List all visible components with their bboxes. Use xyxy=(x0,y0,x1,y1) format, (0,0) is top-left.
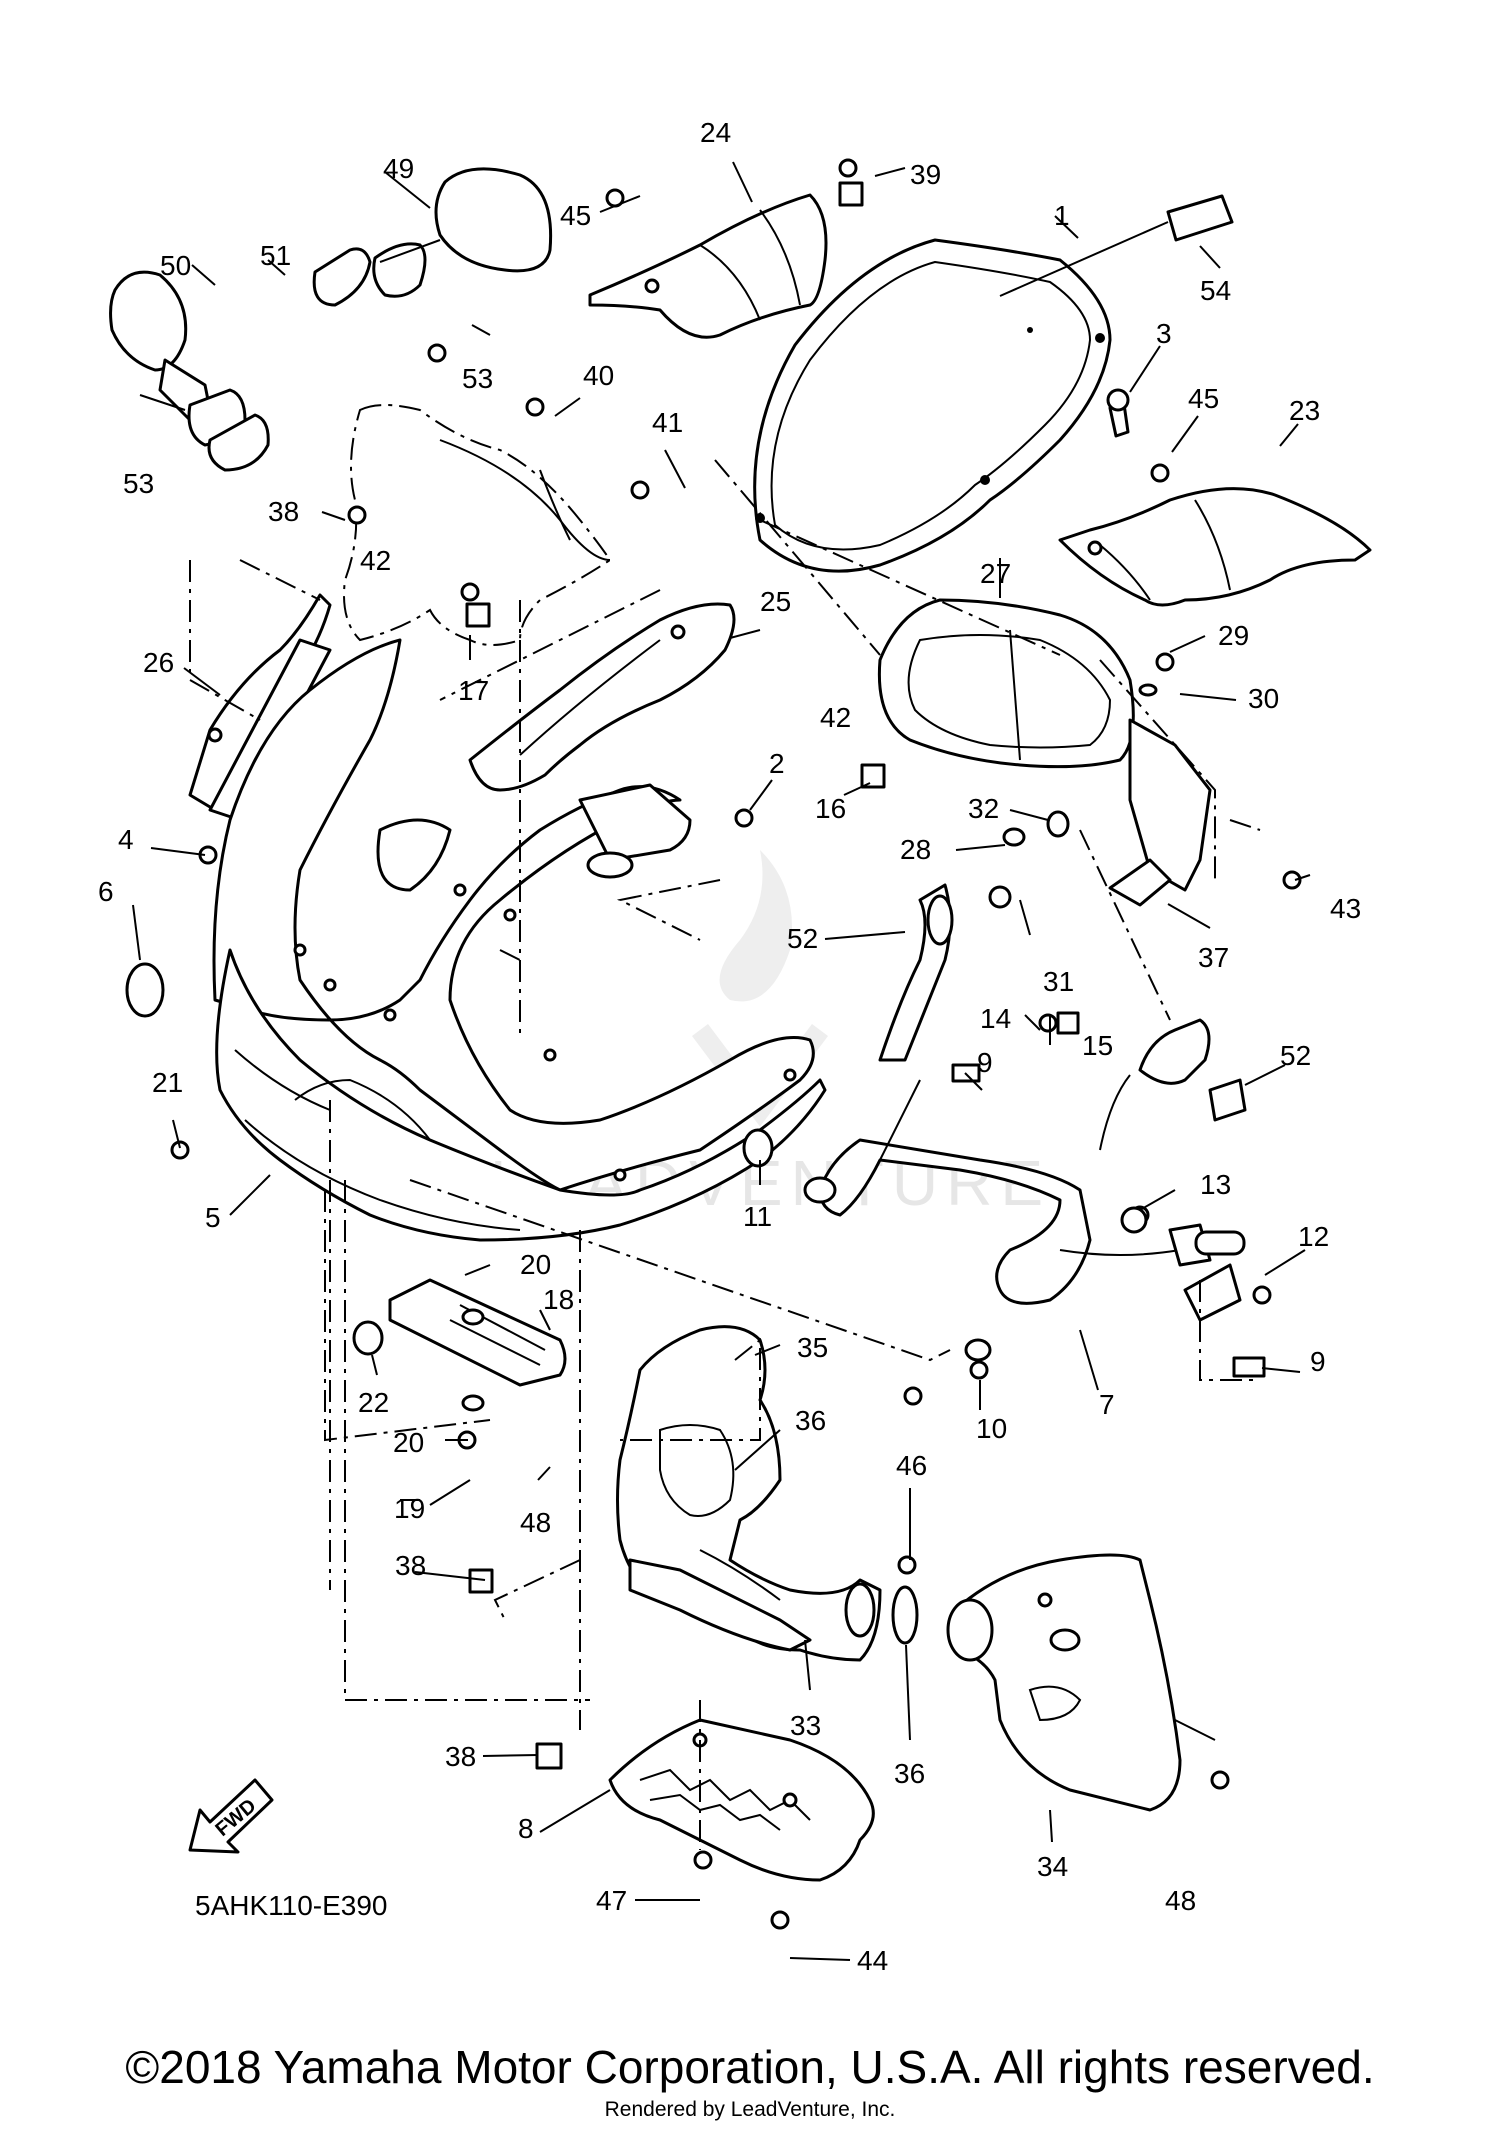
label-sticker-part xyxy=(1166,194,1234,242)
callout-13: 13 xyxy=(1200,1169,1231,1200)
callout-28: 28 xyxy=(900,834,931,865)
callout-32: 32 xyxy=(968,793,999,824)
callout-47: 47 xyxy=(596,1885,627,1916)
callout-49: 49 xyxy=(383,153,414,184)
hose-clamp-36-part xyxy=(891,1585,919,1645)
callout-10: 10 xyxy=(976,1413,1007,1444)
callout-27: 27 xyxy=(980,558,1011,589)
callout-25: 25 xyxy=(760,586,791,617)
callout-11: 11 xyxy=(743,1201,772,1232)
callout-9: 9 xyxy=(977,1047,993,1078)
callout-18: 18 xyxy=(543,1284,574,1315)
callout-16: 16 xyxy=(815,793,846,824)
under-cover-part xyxy=(608,1718,875,1882)
fasteners xyxy=(170,158,1302,1930)
callout-36: 36 xyxy=(894,1758,925,1789)
callout-38: 38 xyxy=(395,1550,426,1581)
inner-panel-23-part xyxy=(1058,487,1372,607)
callout-29: 29 xyxy=(1218,620,1249,651)
callout-7: 7 xyxy=(1099,1389,1115,1420)
callout-43: 43 xyxy=(1330,893,1361,924)
callout-41: 41 xyxy=(652,407,683,438)
callout-22: 22 xyxy=(358,1387,389,1418)
callout-labels: 24 39 45 49 1 54 50 51 53 53 3 40 45 23 … xyxy=(98,117,1361,1976)
callout-53: 53 xyxy=(462,363,493,394)
callout-45: 45 xyxy=(1188,383,1219,414)
stay-frame-part xyxy=(803,883,1212,1305)
callout-35: 35 xyxy=(797,1332,828,1363)
callout-23: 23 xyxy=(1289,395,1320,426)
inner-panel-24-part xyxy=(588,193,828,339)
rendered-by-credit: Rendered by LeadVenture, Inc. xyxy=(604,2098,896,2121)
callout-42: 42 xyxy=(820,702,851,733)
leader-lines xyxy=(132,161,1311,1961)
callout-20: 20 xyxy=(393,1427,424,1458)
callout-53: 53 xyxy=(123,468,154,499)
callout-46: 46 xyxy=(896,1450,927,1481)
callout-3: 3 xyxy=(1156,318,1172,349)
callout-2: 2 xyxy=(769,748,785,779)
headlight-part xyxy=(877,598,1212,892)
callout-44: 44 xyxy=(857,1945,888,1976)
windscreen-part xyxy=(753,238,1112,573)
fwd-arrow-icon: FWD xyxy=(188,1778,274,1854)
callout-38: 38 xyxy=(268,496,299,527)
main-cowling-part xyxy=(212,638,827,1242)
small-duct-18-part xyxy=(388,1278,567,1387)
callout-38: 38 xyxy=(445,1741,476,1772)
callout-6: 6 xyxy=(98,876,114,907)
callout-4: 4 xyxy=(118,824,134,855)
callout-39: 39 xyxy=(910,159,941,190)
callout-40: 40 xyxy=(583,360,614,391)
callout-54: 54 xyxy=(1200,275,1231,306)
upper-inner-panel-part xyxy=(343,404,612,646)
grommet-6-part xyxy=(125,962,165,1018)
inner-panel-25-part xyxy=(468,602,736,792)
callout-8: 8 xyxy=(518,1813,534,1844)
mirror-right-part xyxy=(312,167,553,307)
callout-34: 34 xyxy=(1037,1851,1068,1882)
callout-20: 20 xyxy=(520,1249,551,1280)
callout-51: 51 xyxy=(260,240,291,271)
callout-1: 1 xyxy=(1054,200,1070,231)
callout-15: 15 xyxy=(1082,1030,1113,1061)
screw-part-3 xyxy=(1106,388,1130,438)
callout-52: 52 xyxy=(1280,1040,1311,1071)
air-box-cover-part xyxy=(946,1553,1182,1812)
callout-48: 48 xyxy=(1165,1885,1196,1916)
callout-31: 31 xyxy=(1043,966,1074,997)
callout-21: 21 xyxy=(152,1067,183,1098)
diagram-code: 5AHK110-E390 xyxy=(195,1890,388,1921)
callout-37: 37 xyxy=(1198,942,1229,973)
callout-5: 5 xyxy=(205,1202,221,1233)
callout-50: 50 xyxy=(160,250,191,281)
copyright-notice: ©2018 Yamaha Motor Corporation, U.S.A. A… xyxy=(125,2041,1375,2093)
callout-9: 9 xyxy=(1310,1346,1326,1377)
reference-lines xyxy=(189,459,1261,1850)
callout-26: 26 xyxy=(143,647,174,678)
mirror-left-part xyxy=(109,270,270,472)
callout-30: 30 xyxy=(1248,683,1279,714)
callout-52: 52 xyxy=(787,923,818,954)
callout-45: 45 xyxy=(560,200,591,231)
callout-24: 24 xyxy=(700,117,731,148)
callout-42: 42 xyxy=(360,545,391,576)
callout-48: 48 xyxy=(520,1507,551,1538)
callout-17: 17 xyxy=(458,675,489,706)
callout-19: 19 xyxy=(394,1493,425,1524)
air-duct-part xyxy=(616,1325,882,1662)
callout-36: 36 xyxy=(795,1405,826,1436)
callout-33: 33 xyxy=(790,1710,821,1741)
callout-14: 14 xyxy=(980,1003,1011,1034)
callout-12: 12 xyxy=(1298,1221,1329,1252)
